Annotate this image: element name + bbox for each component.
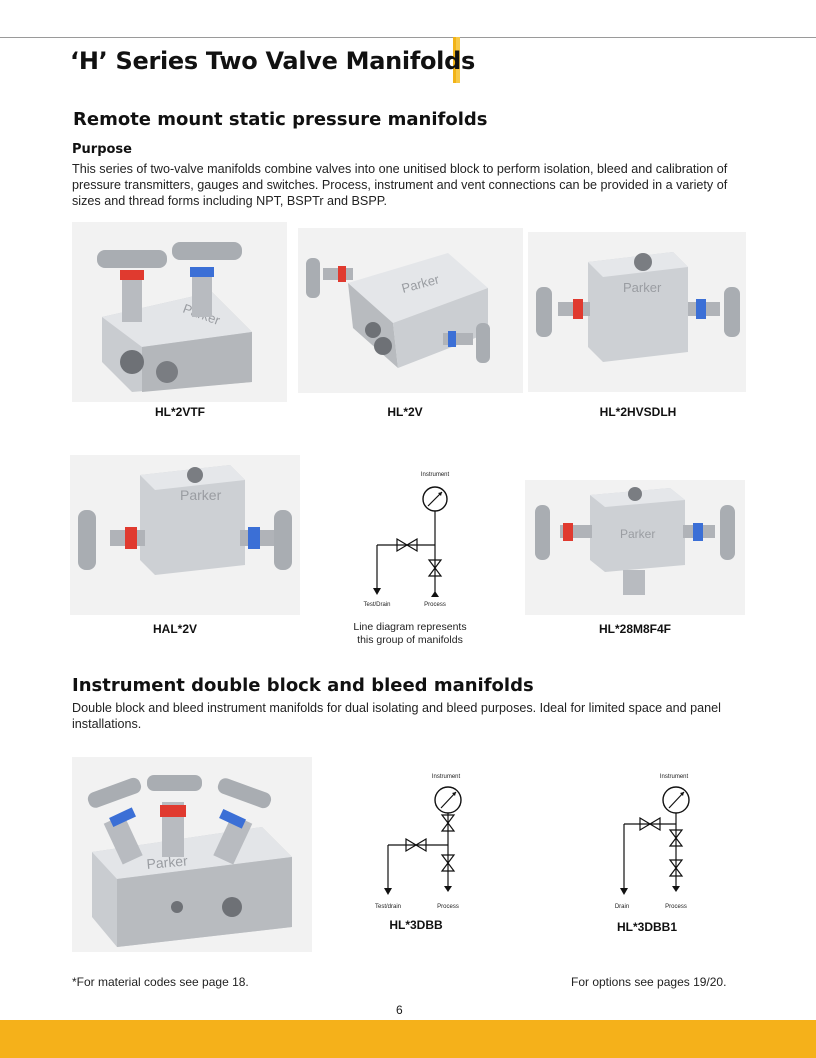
- product-photo-hl-2hvsdlh: Parker: [528, 232, 746, 392]
- test-drain-label: Test/Drain: [363, 602, 390, 608]
- valve-icon: [405, 837, 418, 853]
- page-title: ‘H’ Series Two Valve Manifolds: [70, 47, 475, 75]
- drain-label: Drain: [615, 904, 629, 910]
- product-label: HL*28M8F4F: [598, 622, 672, 636]
- product-label: HL*2HVSDLH: [599, 405, 677, 419]
- svg-text:Parker: Parker: [620, 527, 655, 541]
- dbb-paragraph: Double block and bleed instrument manifo…: [72, 701, 721, 731]
- page-number: 6: [396, 1003, 403, 1017]
- options-note: For options see pages 19/20.: [571, 975, 727, 989]
- line-diagram-two-valve: Instrument Test/Drain Process: [363, 472, 450, 608]
- instrument-label: Instrument: [421, 472, 450, 478]
- line-diagram-3dbb1: Instrument Drain Process: [615, 774, 690, 910]
- svg-text:Parker: Parker: [146, 852, 189, 872]
- process-label: Process: [665, 904, 687, 910]
- valve-icon: [639, 816, 652, 832]
- purpose-paragraph: This series of two-valve manifolds combi…: [72, 162, 728, 208]
- section-title-remote-mount: Remote mount static pressure manifolds: [73, 109, 488, 130]
- instrument-label: Instrument: [432, 774, 461, 780]
- product-label: HL*3DBB1: [616, 920, 677, 934]
- valve-icon: [668, 829, 684, 839]
- diagram-caption: Line diagram represents this group of ma…: [353, 621, 467, 646]
- footer-band: [0, 1020, 816, 1058]
- valve-icon: [440, 814, 456, 824]
- process-label: Process: [424, 602, 446, 608]
- process-label: Process: [437, 904, 459, 910]
- valve-icon: [396, 537, 409, 553]
- valve-icon: [427, 559, 443, 569]
- instrument-label: Instrument: [660, 774, 689, 780]
- line-diagram-3dbb: Instrument Test/drain Process: [375, 774, 462, 910]
- product-label: HL*2VTF: [154, 405, 205, 419]
- product-label: HAL*2V: [152, 622, 197, 636]
- purpose-heading: Purpose: [72, 142, 132, 157]
- product-photo-hl-2v: Parker: [298, 228, 523, 393]
- title-box: [58, 37, 460, 83]
- product-label: HL*3DBB: [389, 918, 443, 932]
- product-photo-hal-2v: Parker: [70, 455, 300, 615]
- valve-icon: [440, 854, 456, 864]
- title-rule: [0, 37, 816, 38]
- product-photo-dbb: Parker: [72, 757, 312, 952]
- product-photo-hl-2vtf: Parker: [72, 222, 287, 402]
- product-photo-hl-28m8f4f: Parker: [525, 480, 745, 615]
- product-label: HL*2V: [387, 405, 423, 419]
- material-codes-note: *For material codes see page 18.: [72, 975, 249, 989]
- test-drain-label: Test/drain: [375, 904, 401, 910]
- section-title-dbb: Instrument double block and bleed manifo…: [72, 675, 534, 696]
- svg-text:Parker: Parker: [180, 487, 222, 503]
- svg-text:Parker: Parker: [623, 280, 662, 295]
- valve-icon: [668, 859, 684, 869]
